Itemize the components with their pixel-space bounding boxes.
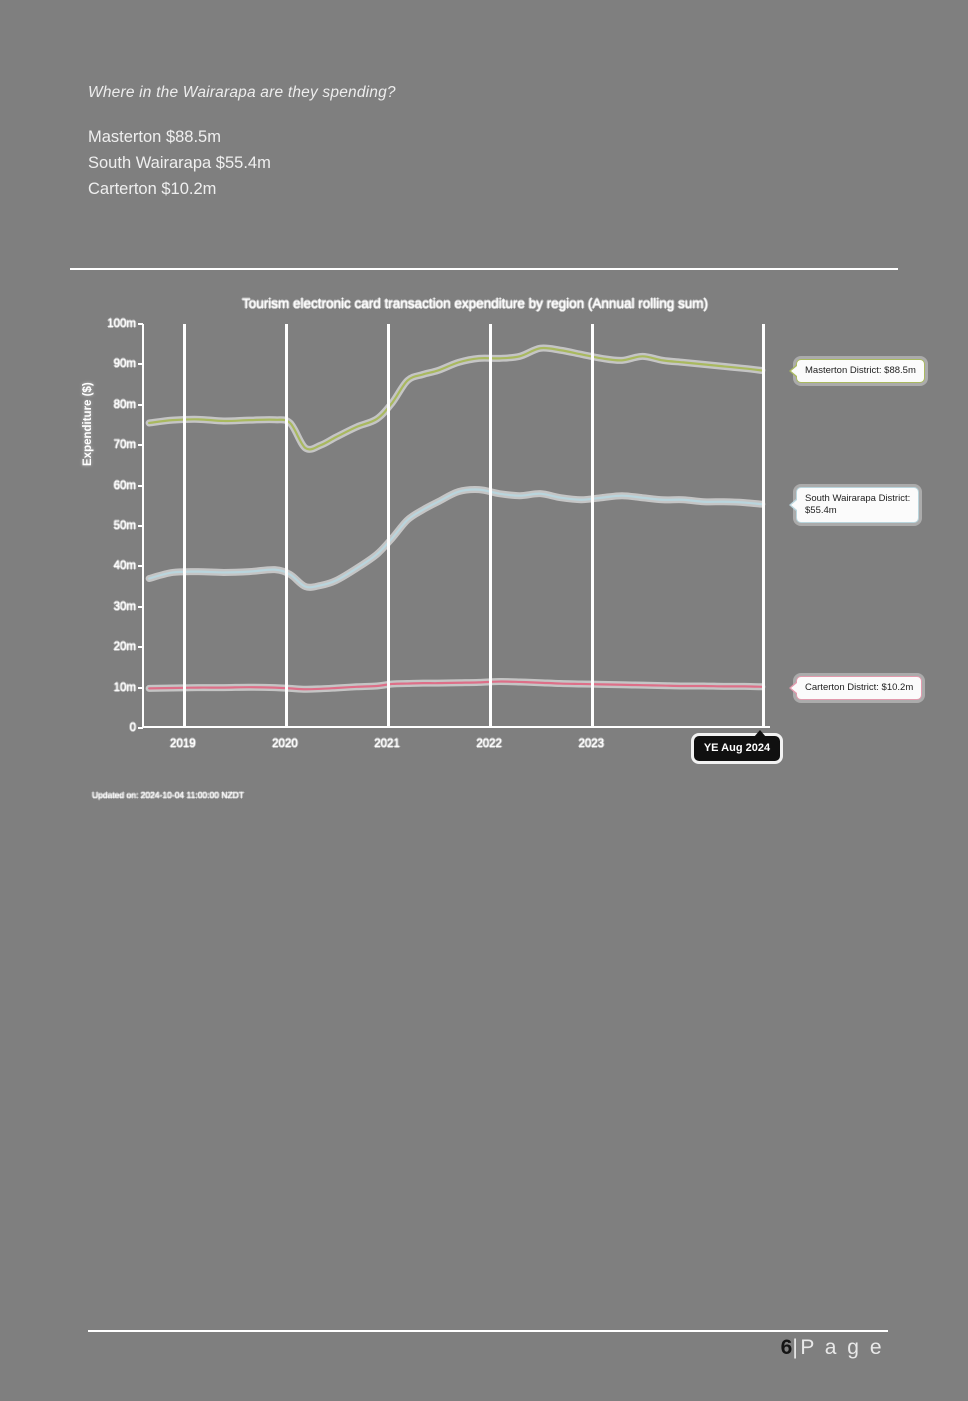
chart-container: Tourism electronic card transaction expe… [82, 296, 940, 800]
y-axis-title: Expenditure ($) [82, 382, 94, 466]
y-axis-tick-mark [138, 686, 143, 689]
ye-aug-2024-badge[interactable]: YE Aug 2024 [693, 730, 781, 761]
series-line[interactable] [148, 680, 763, 691]
y-axis-tick-mark [138, 484, 143, 487]
vertical-gridline [761, 324, 765, 728]
y-axis-tick-label: 0 [129, 722, 136, 734]
plot-inner: 0 10m 20m 30m 40m 50m 60m 70m 80m 90m 100m 2019 2020… [107, 318, 781, 761]
y-axis-tick-label: 60m [113, 479, 136, 492]
callout-south-wairarapa-line1: South Wairarapa District: [805, 493, 911, 505]
y-axis-tick-label: 50m [113, 520, 136, 532]
callout-carterton-text: Carterton District: $10.2m [805, 681, 914, 693]
intro-block: Where in the Wairarapa are they spending… [88, 84, 788, 202]
y-axis-tick-label: 30m [113, 600, 136, 613]
x-axis-line [142, 726, 770, 728]
y-axis-tick-mark [138, 323, 143, 325]
y-axis-tick-mark [138, 363, 143, 366]
summary-line-south-wairarapa: South Wairarapa $55.4m [88, 154, 271, 172]
y-axis-tick-label: 70m [113, 439, 136, 452]
vertical-gridline [182, 324, 186, 728]
vertical-gridline [284, 324, 288, 728]
callout-south-wairarapa-line2: $55.4m [805, 505, 837, 517]
series-line[interactable] [148, 346, 763, 451]
y-axis-tick-label: 10m [113, 681, 136, 694]
y-axis-tick-label: 90m [113, 358, 136, 371]
callout-masterton[interactable]: Masterton District: $88.5m [789, 359, 925, 384]
x-axis-tick-label: 2022 [476, 738, 502, 750]
section-divider [70, 268, 898, 270]
x-axis-tick-label: 2021 [374, 738, 400, 750]
plot-area: 0 10m 20m 30m 40m 50m 60m 70m 80m 90m 100m 2019 2020… [107, 318, 925, 761]
chart-updated-timestamp: Updated on: 2024-10-04 11:00:00 NZDT [92, 790, 244, 800]
y-axis-tick-mark [138, 565, 143, 568]
chart-title: Tourism electronic card transaction expe… [242, 296, 708, 311]
series-lines [145, 344, 766, 693]
footer-page-number: 6 [780, 1336, 793, 1359]
y-axis-tick-mark [138, 403, 143, 406]
summary-line-carterton: Carterton $10.2m [88, 180, 217, 198]
y-axis-tick-mark [138, 605, 143, 608]
y-axis-tick-mark [138, 727, 143, 729]
y-axis-line [142, 324, 144, 728]
callout-south-wairarapa[interactable]: South Wairarapa District:$55.4m [788, 487, 920, 524]
page-title: Where in the Wairarapa are they spending… [88, 84, 396, 101]
x-axis-tick-label: 2019 [170, 738, 196, 750]
y-axis-tick-label: 20m [113, 641, 136, 654]
series-line[interactable] [148, 488, 763, 589]
footer-separator: | [792, 1336, 801, 1359]
vertical-gridline [591, 324, 595, 728]
y-axis-tick-mark [138, 646, 143, 649]
x-axis-tick-label: 2023 [578, 738, 605, 750]
y-axis-tick-mark [138, 444, 143, 447]
y-axis-tick-mark [138, 525, 143, 527]
callout-carterton[interactable]: Carterton District: $10.2m [788, 675, 923, 700]
page-footer: 6|P a g e [781, 1336, 884, 1360]
y-axis-tick-label: 80m [113, 398, 136, 411]
vertical-gridline [387, 324, 391, 728]
y-axis-tick-label: 100m [107, 318, 136, 330]
footer-divider [88, 1330, 888, 1332]
y-axis-tick-label: 40m [113, 560, 136, 573]
vertical-gridline [489, 324, 493, 728]
x-axis-tick-label: 2020 [272, 738, 298, 750]
summary-line-masterton: Masterton $88.5m [88, 128, 221, 146]
callout-masterton-text: Masterton District: $88.5m [805, 365, 916, 377]
footer-page-word: P a g e [800, 1336, 884, 1359]
